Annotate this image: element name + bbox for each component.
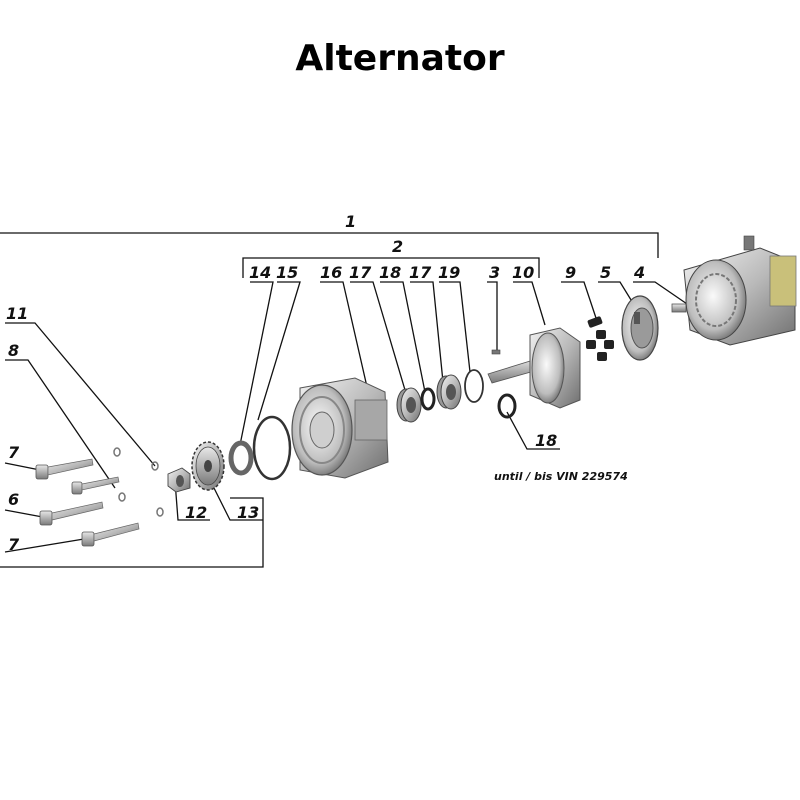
screw-6 [39,501,104,526]
label-18a: 18 [379,263,401,282]
label-7a: 7 [8,443,20,462]
label-6: 6 [8,490,19,509]
bearing-17b [436,374,462,410]
label-8: 8 [8,341,19,360]
key-3 [491,349,501,355]
gear-13 [191,441,225,491]
label-15: 15 [276,263,298,282]
label-11: 11 [6,304,28,323]
damper-9 [586,316,614,361]
diagram-title: Alternator [295,38,505,79]
label-2: 2 [392,237,403,256]
shaft-10 [487,327,581,409]
label-9: 9 [565,263,576,282]
bracket-lower [0,497,264,568]
label-7b: 7 [8,535,20,554]
circlip-19 [464,369,484,403]
label-19: 19 [438,263,460,282]
screw-8 [71,476,120,495]
washers-11 [113,447,164,517]
label-14: 14 [249,263,271,282]
nut-12 [167,467,191,493]
seal-18a [420,387,436,411]
alternator-4 [671,235,797,346]
label-5: 5 [600,263,611,282]
bracket-2 [242,257,540,278]
coupling-5 [621,295,659,361]
bracket-1 [0,232,659,258]
label-4: 4 [633,263,645,282]
label-16: 16 [320,263,342,282]
label-12: 12 [185,503,207,522]
label-1: 1 [345,212,356,231]
label-3: 3 [489,263,500,282]
label-17a: 17 [349,263,372,282]
label-13: 13 [237,503,259,522]
housing-16 [291,377,389,479]
seal-18b [497,393,517,419]
leader-lines [4,281,691,553]
label-10: 10 [512,263,534,282]
oring-15 [252,415,292,481]
bearing-17a [396,387,422,423]
screw-7-bottom [81,522,140,547]
callout-labels: 1 2 14 15 16 17 18 17 19 3 10 9 5 4 11 8… [6,212,645,554]
label-17b: 17 [409,263,432,282]
label-18b: 18 [535,431,557,450]
vin-note: until / bis VIN 229574 [494,470,628,483]
ring-14 [228,440,254,476]
screw-7-top [35,458,94,480]
